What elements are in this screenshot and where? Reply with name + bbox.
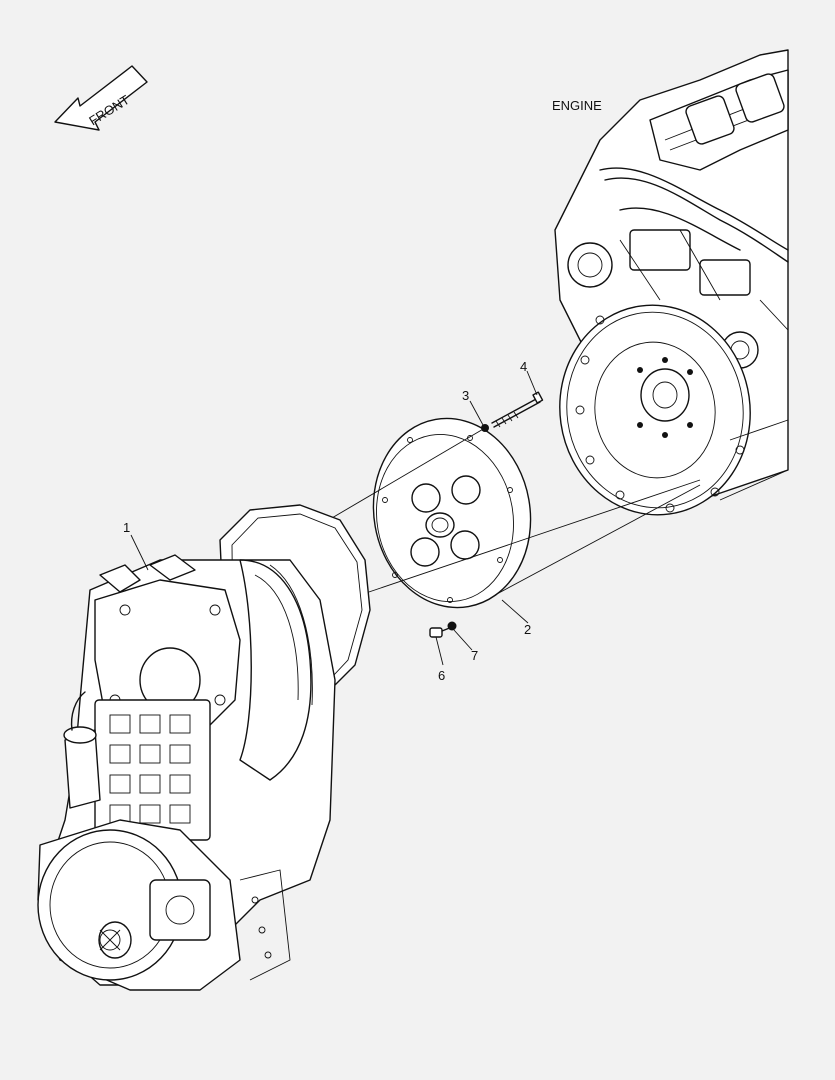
callout-2: 2 (524, 622, 531, 637)
callout-6: 6 (438, 668, 445, 683)
engine-label: ENGINE (552, 98, 602, 113)
callout-4: 4 (520, 359, 527, 374)
bolt-4 (491, 391, 544, 428)
callout-3: 3 (462, 388, 469, 403)
adapter-plate (372, 417, 532, 609)
callout-7: 7 (471, 648, 478, 663)
alignment-lines (319, 427, 701, 596)
engine-assembly (554, 49, 789, 516)
front-arrow: FRONT (54, 65, 148, 131)
transmission-assembly (37, 504, 371, 991)
washer-7 (447, 621, 457, 631)
callout-1: 1 (123, 520, 130, 535)
leader-lines (130, 370, 538, 666)
